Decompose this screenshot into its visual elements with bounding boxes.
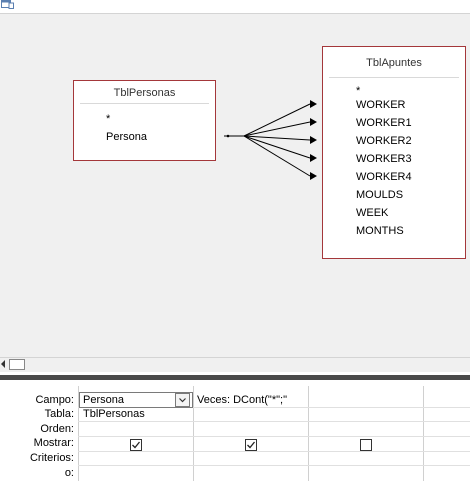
field-worker3[interactable]: WORKER3 [356, 153, 412, 165]
field-worker1[interactable]: WORKER1 [356, 117, 412, 129]
field-moulds[interactable]: MOULDS [356, 189, 404, 201]
pane-splitter[interactable] [0, 375, 470, 380]
table-title: TblPersonas [80, 81, 209, 104]
row-label-orden: Orden: [40, 423, 74, 435]
row-label-tabla: Tabla: [44, 408, 74, 420]
grid-divider [78, 407, 470, 408]
field-months[interactable]: MONTHS [356, 225, 404, 237]
horizontal-scrollbar[interactable] [0, 357, 470, 372]
checkbox-mostrar-2[interactable] [245, 439, 257, 451]
grid-divider [78, 451, 470, 452]
field-persona[interactable]: Persona [106, 131, 147, 143]
row-label-campo: Campo: [35, 394, 74, 406]
field-dropdown-button[interactable] [175, 393, 190, 407]
grid-divider [78, 436, 470, 437]
field-worker[interactable]: WORKER [356, 99, 406, 111]
row-label-mostrar: Mostrar: [33, 437, 74, 449]
row-label-criterios: Criterios: [29, 452, 74, 464]
field-all-star[interactable]: * [356, 85, 361, 97]
cell-campo-1[interactable]: Persona [83, 394, 124, 406]
checkbox-mostrar-3[interactable] [360, 439, 372, 451]
field-worker4[interactable]: WORKER4 [356, 171, 412, 183]
scroll-left-icon[interactable] [1, 360, 5, 368]
check-icon [247, 441, 256, 449]
grid-divider [78, 386, 79, 481]
cell-tabla-1[interactable]: TblPersonas [83, 408, 145, 420]
checkbox-mostrar-1[interactable] [130, 439, 142, 451]
chevron-down-icon [179, 398, 186, 403]
top-strip [0, 0, 470, 13]
query-grid [0, 380, 470, 481]
grid-divider [308, 386, 309, 481]
grid-divider [193, 386, 194, 481]
field-all-star[interactable]: * [106, 113, 111, 125]
grid-divider [423, 386, 424, 481]
field-week[interactable]: WEEK [356, 207, 389, 219]
table-tblpersonas[interactable]: TblPersonas * Persona [73, 80, 216, 161]
field-worker2[interactable]: WORKER2 [356, 135, 412, 147]
check-icon [132, 441, 141, 449]
app-icon [1, 0, 14, 9]
cell-campo-2[interactable]: Veces: DCont("*";" [197, 394, 287, 406]
scroll-thumb[interactable] [9, 359, 25, 370]
grid-divider [78, 465, 470, 466]
row-label-o: o: [64, 467, 74, 479]
table-title: TblApuntes [329, 47, 459, 78]
selected-cell-border [79, 392, 193, 408]
grid-divider [78, 421, 470, 422]
table-tblapuntes[interactable]: TblApuntes * WORKER WORKER1 WORKER2 WORK… [322, 46, 466, 259]
